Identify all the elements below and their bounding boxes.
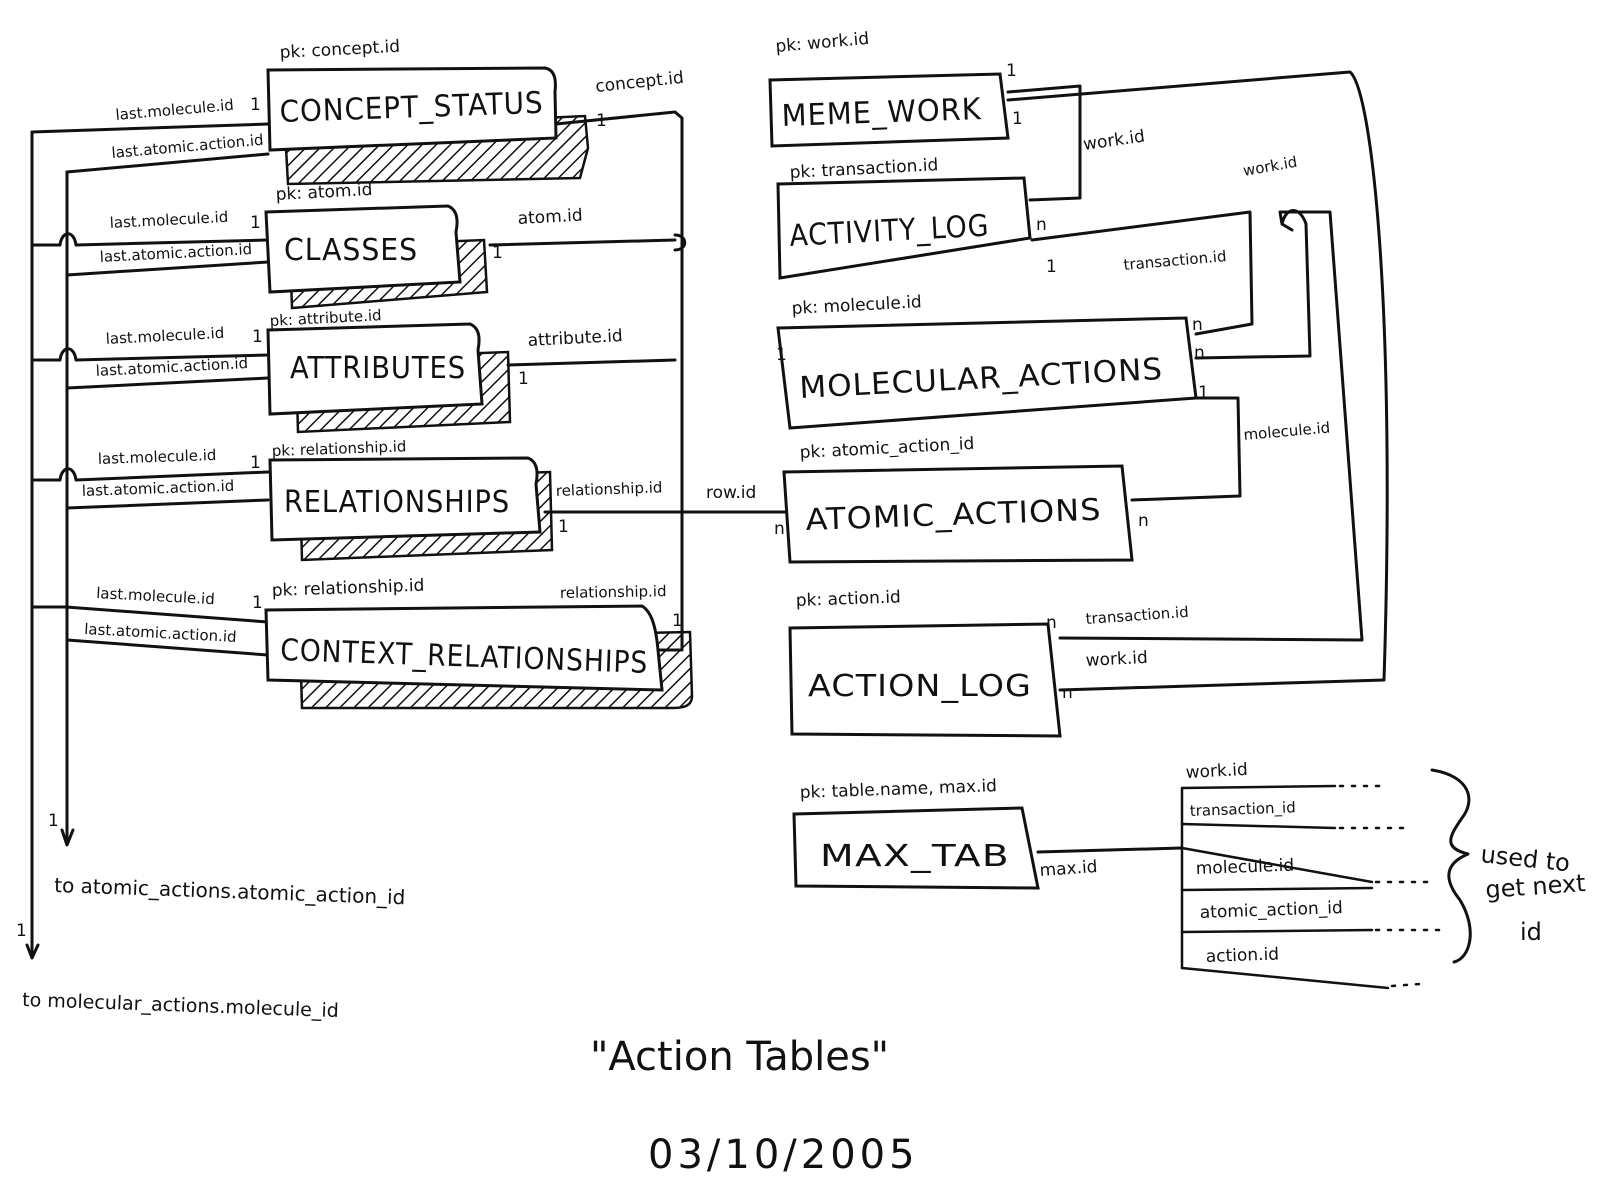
max-value-0: work.id [1185,760,1248,783]
card-5: 1 [252,327,263,347]
table-relationships [268,456,554,562]
card-9: 1 [252,593,263,613]
pk-atomic-actions: pk: atomic_action_id [799,434,975,463]
left-bus-lines [25,122,270,960]
card-atomic-n: n [1138,511,1149,531]
footnotes: to atomic_actions.atomic_action_id to mo… [22,873,406,1022]
table-attributes [266,322,512,434]
re-last-atomic: last.atomic.action.id [82,477,235,500]
diagram-date: 03/10/2005 [648,1132,919,1178]
pk-max-tab: pk: table.name, max.id [799,776,997,803]
diagram-title: "Action Tables" [590,1034,889,1080]
brace-note-2: get next [1484,869,1586,904]
max-value-4: action.id [1205,944,1279,967]
pk-classes: pk: atom.id [275,180,373,205]
work-id-right: work.id [1242,153,1299,180]
table-max-tab [792,806,1040,890]
card-meme-1a: 1 [1006,61,1017,81]
table-atomic-actions [782,464,1134,564]
card-10: 1 [672,611,683,631]
card-activity-n: n [1036,215,1047,235]
card-4: 1 [492,243,503,263]
footnote-molecular: to molecular_actions.molecule_id [22,989,339,1022]
pk-molecular-actions: pk: molecule.id [791,292,922,319]
transaction-id-molecular: transaction.id [1123,247,1227,274]
max-id-label: max.id [1039,857,1098,881]
card-12: 1 [16,921,27,941]
cardinality-marks: 1 1 1 1 1 1 1 1 1 1 1 1 n 1 1 n 1 n n 1 … [16,61,1209,941]
card-action-n1: n [1046,613,1057,633]
left-table-connectors [488,110,792,652]
table-context-relationships [264,604,694,710]
right-connectors [1006,70,1389,854]
card-mol-1: 1 [1198,383,1209,403]
fk-atom-id: atom.id [517,206,583,229]
table-meme-work [768,72,1010,148]
max-value-2: molecule.id [1195,856,1294,879]
molecule-id-atomic: molecule.id [1243,418,1331,443]
max-values-stack [1180,768,1472,990]
cr-last-molecule: last.molecule.id [96,584,215,608]
meme-work-name: MEME_WORK [781,92,982,134]
work-id-action-log: work.id [1085,648,1148,671]
fk-relationship-id: relationship.id [556,478,663,500]
brace-note-3: id [1520,918,1542,946]
pk-action-log: pk: action.id [795,587,901,611]
card-action-n2: n [1062,683,1073,703]
fk-context-relationship-id: relationship.id [560,582,667,602]
action-log-name: ACTION_LOG [808,669,1032,704]
max-value-1: transaction_id [1190,798,1297,821]
card-n-atomic-in: n [774,519,785,539]
table-concept-status [266,66,590,186]
table-activity-log [776,176,1032,280]
transaction-id-action-log: transaction.id [1085,603,1189,628]
card-11: 1 [48,811,59,831]
footnote-atomic: to atomic_actions.atomic_action_id [54,873,406,909]
max-tab-name: MAX_TAB [820,839,1010,874]
card-mol-n1: n [1192,315,1203,335]
card-2: 1 [596,111,607,131]
card-activity-1: 1 [1046,257,1057,277]
cl-last-molecule: last.molecule.id [109,208,228,232]
left-fk-labels: last.molecule.id last.atomic.action.id l… [82,96,265,646]
pk-context-relationships: pk: relationship.id [271,576,424,601]
card-1: 1 [250,95,261,115]
pk-meme-work: pk: work.id [775,29,870,57]
max-value-3: atomic_action_id [1199,898,1343,923]
table-classes [264,204,489,310]
pk-relationships: pk: relationship.id [272,437,407,460]
card-mol-left-1: 1 [776,345,787,365]
cs-last-molecule: last.molecule.id [115,96,235,124]
pk-attributes: pk: attribute.id [269,306,382,330]
card-meme-1b: 1 [1012,109,1023,129]
at-last-molecule: last.molecule.id [105,324,224,348]
row-id-label: row.id [706,483,756,503]
fk-concept-id: concept.id [594,68,684,97]
relationships-name: RELATIONSHIPS [284,485,510,520]
pk-concept-status: pk: concept.id [279,37,400,63]
classes-name: CLASSES [284,233,418,268]
brace-note: used to get next id [1479,840,1586,946]
fk-attribute-id: attribute.id [527,326,623,351]
table-action-log [788,622,1062,738]
card-mol-n2: n [1194,343,1205,363]
work-id-activity: work.id [1082,127,1146,155]
card-3: 1 [250,213,261,233]
card-7: 1 [250,453,261,473]
card-8: 1 [558,517,569,537]
attributes-name: ATTRIBUTES [290,351,466,386]
re-last-molecule: last.molecule.id [98,446,217,468]
max-value-labels: work.id transaction_id molecule.id atomi… [1185,760,1343,967]
pk-activity-log: pk: transaction.id [789,155,939,183]
card-6: 1 [518,369,529,389]
